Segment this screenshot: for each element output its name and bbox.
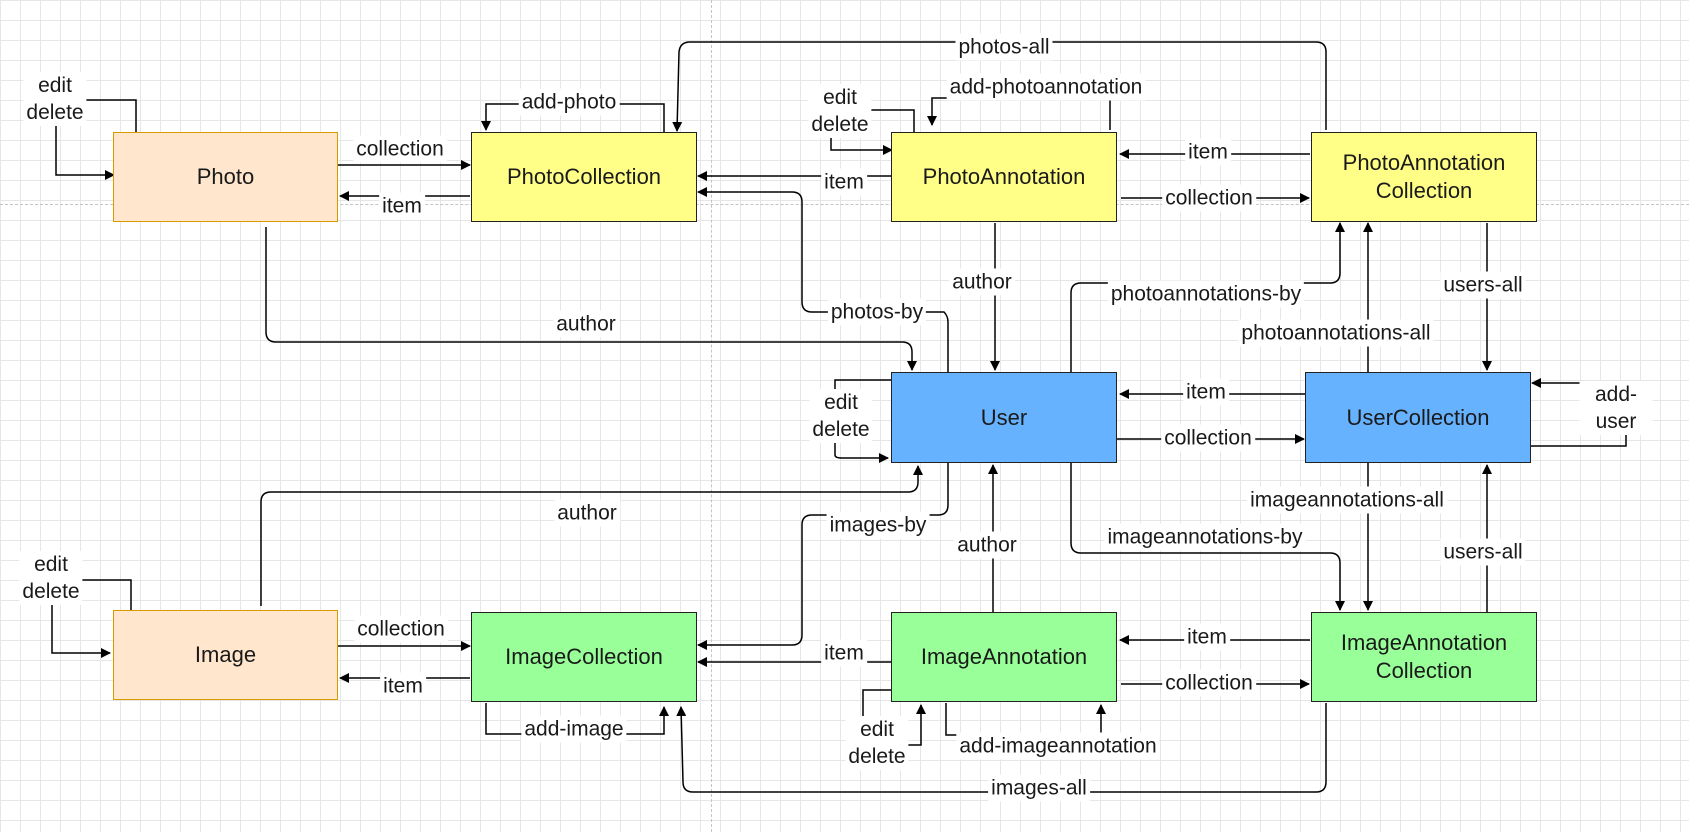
label-ia-author: author	[954, 531, 1020, 559]
node-image[interactable]: Image	[113, 610, 338, 700]
label-images-all: images-all	[988, 774, 1090, 802]
label-photo-edit-delete: edit delete	[23, 72, 87, 126]
label-photo-item: item	[379, 192, 425, 220]
label-iac-item: item	[1184, 623, 1230, 651]
label-image-collection: collection	[354, 615, 448, 643]
label-pa-author: author	[949, 268, 1015, 296]
edge-photo-author	[265, 227, 917, 371]
label-pa-item-to-pc: item	[821, 168, 867, 196]
label-photo-author: author	[553, 310, 619, 338]
label-image-edit-delete: edit delete	[19, 551, 83, 605]
edge-add-imageannotation	[945, 703, 1106, 736]
label-add-image: add-image	[521, 715, 627, 743]
label-photoannotations-all: photoannotations-all	[1238, 319, 1434, 347]
edge-user-edit-delete	[834, 379, 891, 463]
label-ia-item-to-ic: item	[821, 639, 867, 667]
label-add-photoannotation: add-photoannotation	[946, 73, 1146, 101]
node-image-annotation-collection[interactable]: ImageAnnotation Collection	[1311, 612, 1537, 702]
label-pa-collection: collection	[1162, 184, 1256, 212]
label-photos-by: photos-by	[827, 298, 927, 326]
node-user[interactable]: User	[891, 372, 1117, 463]
label-add-user: add-user	[1579, 381, 1653, 435]
horizontal-guide-line	[0, 204, 1689, 205]
edge-imageannotations-by	[1070, 462, 1345, 611]
label-imageannotations-by: imageannotations-by	[1104, 523, 1306, 551]
label-uc-item: item	[1183, 378, 1229, 406]
edge-images-by	[697, 462, 949, 650]
label-users-all-top: users-all	[1440, 271, 1526, 299]
edge-image-author	[260, 465, 923, 606]
node-photo-collection[interactable]: PhotoCollection	[471, 132, 697, 222]
label-user-collection: collection	[1161, 424, 1255, 452]
label-add-imageannotation: add-imageannotation	[956, 732, 1160, 760]
label-user-edit-delete: edit delete	[809, 389, 873, 443]
label-pac-item: item	[1185, 138, 1231, 166]
edge-photos-by	[697, 187, 949, 372]
node-photo-annotation-collection[interactable]: PhotoAnnotation Collection	[1311, 132, 1537, 222]
vertical-guide-line	[711, 0, 712, 832]
node-image-collection[interactable]: ImageCollection	[471, 612, 697, 702]
label-images-by: images-by	[826, 511, 930, 539]
edge-add-photoannotation	[927, 97, 1111, 130]
label-image-author: author	[554, 499, 620, 527]
label-users-all-bottom: users-all	[1440, 538, 1526, 566]
label-photos-all: photos-all	[955, 33, 1053, 61]
label-image-item: item	[380, 672, 426, 700]
label-ia-edit-delete: edit delete	[845, 716, 909, 770]
label-imageannotations-all: imageannotations-all	[1247, 486, 1447, 514]
label-ia-collection: collection	[1162, 669, 1256, 697]
label-photoannotations-by: photoannotations-by	[1107, 280, 1305, 308]
label-photo-collection: collection	[353, 135, 447, 163]
node-photo[interactable]: Photo	[113, 132, 338, 222]
node-photo-annotation[interactable]: PhotoAnnotation	[891, 132, 1117, 222]
label-add-photo: add-photo	[518, 88, 620, 116]
node-image-annotation[interactable]: ImageAnnotation	[891, 612, 1117, 702]
node-user-collection[interactable]: UserCollection	[1305, 372, 1531, 463]
label-pa-edit-delete: edit delete	[808, 84, 872, 138]
